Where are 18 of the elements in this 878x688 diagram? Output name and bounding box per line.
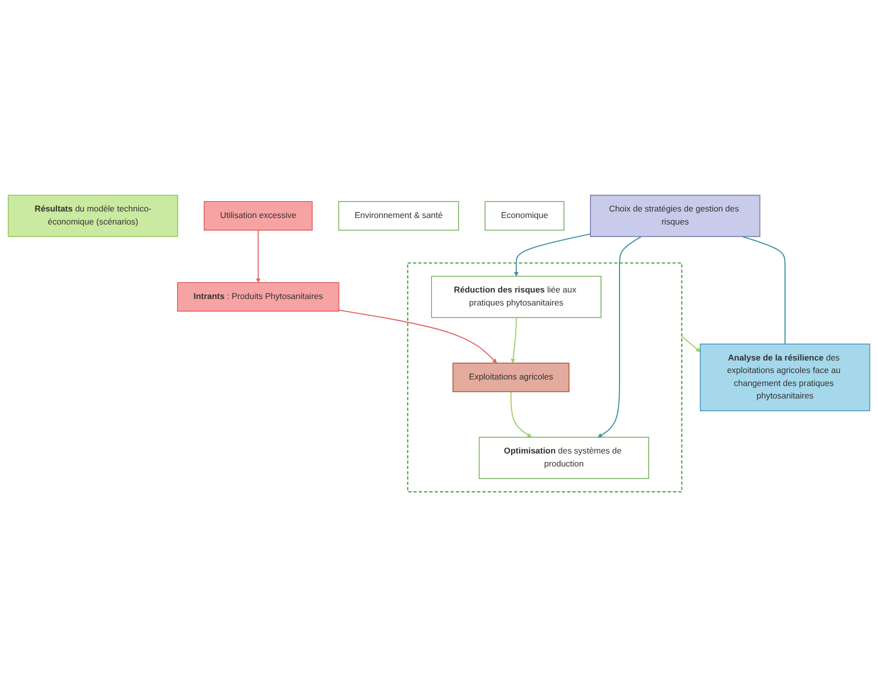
node-box: Réduction des risques liée aux pratiques phytosanitaires	[431, 276, 602, 318]
node-box: Utilisation excessive	[204, 202, 313, 232]
arrow	[598, 236, 642, 438]
arrow	[338, 310, 497, 364]
node-box: Choix de stratégies de gestion des risques	[590, 195, 760, 238]
arrow	[510, 318, 517, 364]
node-box: Analyse de la résilience des exploitations agricoles face au changement des pratiques phytosanitaires	[700, 344, 870, 412]
node-box: Economique	[484, 202, 564, 232]
arrow	[510, 392, 532, 438]
arrow	[681, 336, 700, 353]
node-box: Optimisation des systèmes de production	[478, 437, 650, 480]
node-box: Exploitations agricoles	[452, 363, 570, 393]
node-box: Environnement & santé	[338, 202, 459, 232]
cluster	[407, 262, 682, 493]
node-box: Résultats du modèle technico-économique (scénarios)	[8, 195, 178, 238]
arrow	[514, 234, 591, 277]
arrow	[256, 230, 261, 284]
node-box: Intrants : Produits Phytosanitaires	[177, 282, 340, 312]
